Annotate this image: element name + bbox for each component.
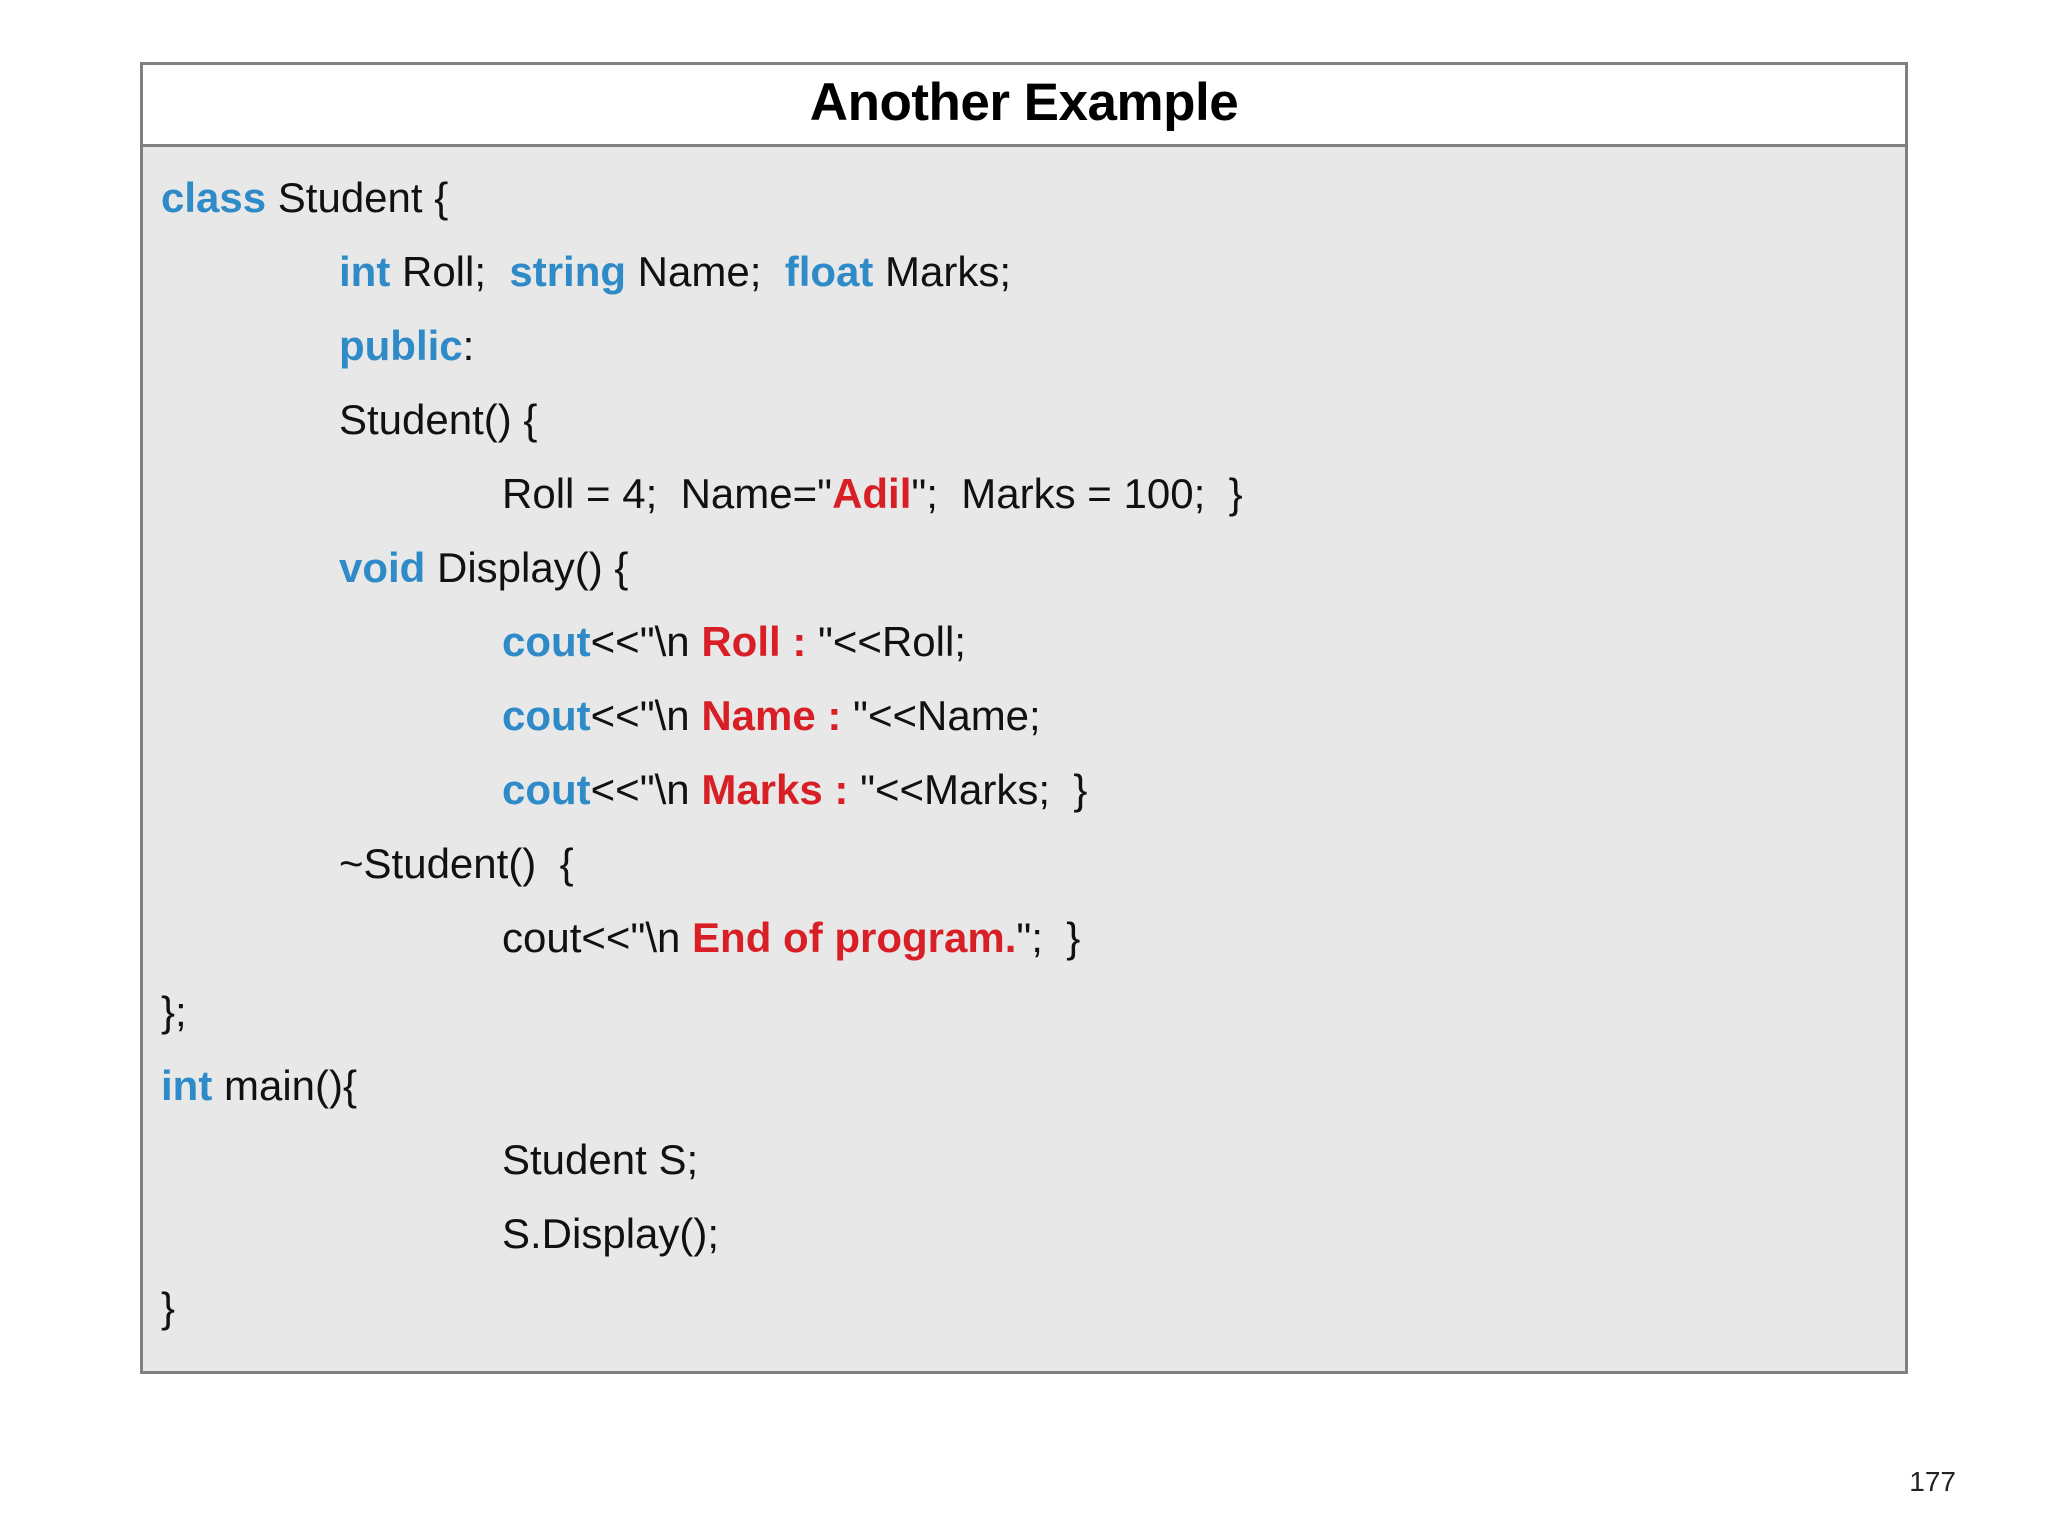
code-token-blk: Marks; [873,248,1012,295]
code-token-kw: int [161,1062,213,1109]
code-token-str: End of program. [692,914,1017,961]
code-token-blk: cout<<"\n [502,914,693,961]
code-line: cout<<"\n Roll : "<<Roll; [157,605,1905,679]
code-line: public: [157,309,1905,383]
code-token-blk: Name; [626,248,785,295]
code-token-str: Roll : [701,618,818,665]
code-token-str: Name : [701,692,854,739]
code-line: int main(){ [157,1049,1905,1123]
page-number: 177 [1909,1466,1956,1497]
code-line: int Roll; string Name; float Marks; [157,235,1905,309]
code-line: Student() { [157,383,1905,457]
code-token-blk: } [161,1284,176,1331]
code-line: ~Student() { [157,827,1905,901]
code-token-blk: "<<Marks; } [860,766,1088,813]
code-token-blk: Roll = 4; Name=" [502,470,833,517]
code-token-blk: S.Display(); [502,1210,720,1257]
code-token-blk: "; Marks = 100; } [911,470,1243,517]
code-token-blk: Student S; [502,1136,699,1183]
code-token-blk: Roll; [390,248,510,295]
code-token-blk: ~Student() { [339,840,574,887]
code-line: void Display() { [157,531,1905,605]
code-token-str: Marks : [701,766,861,813]
code-token-blk: <<"\n [590,618,702,665]
code-token-blk: Display() { [425,544,629,591]
code-token-kw: string [509,248,627,295]
code-block: class Student {int Roll; string Name; fl… [143,147,1905,1371]
code-line: cout<<"\n End of program."; } [157,901,1905,975]
code-token-kw: cout [502,766,591,813]
code-token-kw: void [339,544,426,591]
code-line: cout<<"\n Name : "<<Name; [157,679,1905,753]
code-line: class Student { [157,161,1905,235]
code-token-blk: main(){ [212,1062,358,1109]
code-token-kw: public [339,322,463,369]
code-token-blk: : [462,322,475,369]
code-token-kw: cout [502,692,591,739]
page-title: Another Example [809,73,1239,132]
code-line: cout<<"\n Marks : "<<Marks; } [157,753,1905,827]
code-line: } [157,1271,1905,1345]
code-line: Roll = 4; Name="Adil"; Marks = 100; } [157,457,1905,531]
code-line: Student S; [157,1123,1905,1197]
code-token-blk: Student() { [339,396,538,443]
code-line: }; [157,975,1905,1049]
code-token-blk: "<<Roll; [817,618,966,665]
code-token-kw: float [784,248,874,295]
code-token-blk: "; } [1016,914,1081,961]
code-token-blk: <<"\n [590,766,702,813]
code-token-blk: "<<Name; [853,692,1041,739]
code-line: S.Display(); [157,1197,1905,1271]
code-token-kw: int [339,248,391,295]
code-token-blk: <<"\n [590,692,702,739]
code-token-blk: }; [161,988,187,1035]
slide-title-band: Another Example [143,65,1905,147]
code-token-str: Adil [832,470,912,517]
slide-container: Another Example class Student {int Roll;… [140,62,1908,1374]
code-token-blk: Student { [266,174,449,221]
code-token-kw: class [161,174,267,221]
code-token-kw: cout [502,618,591,665]
